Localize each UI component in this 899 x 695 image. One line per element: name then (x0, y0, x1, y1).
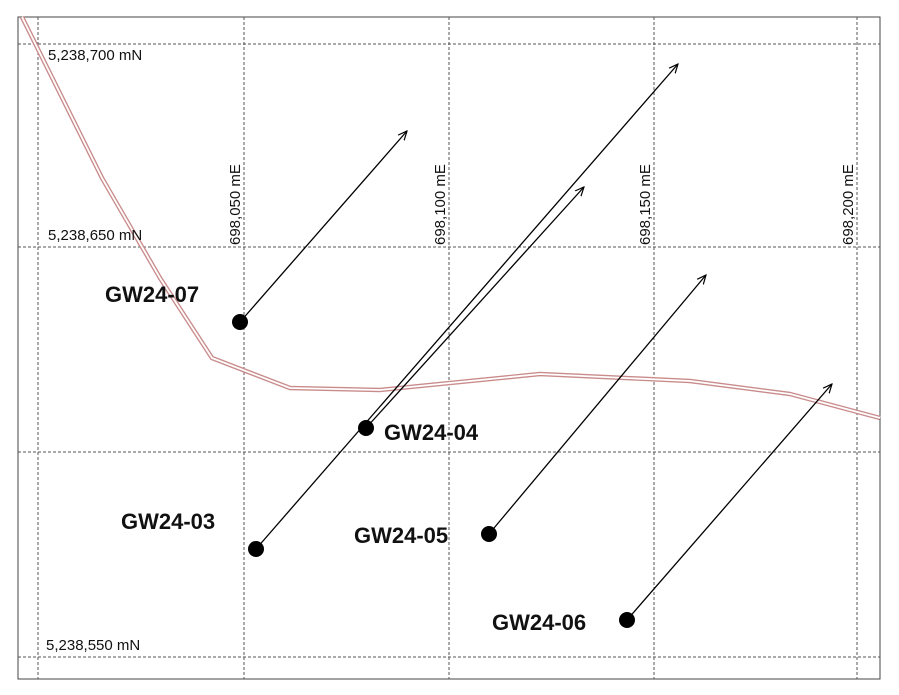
hole-label: GW24-05 (354, 523, 448, 548)
road-center (21, 16, 881, 419)
hole-label: GW24-04 (384, 420, 479, 445)
drill-trace-gw24-04 (365, 187, 584, 429)
collar-marker[interactable] (248, 541, 264, 557)
drill-trace-gw24-05 (488, 275, 706, 535)
hole-label: GW24-07 (105, 282, 199, 307)
northing-label: 5,238,700 mN (48, 47, 142, 64)
easting-label: 698,050 mE (227, 164, 244, 245)
collar-marker[interactable] (232, 314, 248, 330)
northing-label: 5,238,550 mN (46, 637, 140, 654)
drill-traces (239, 64, 832, 621)
coordinate-grid (18, 17, 880, 679)
drill-trace-gw24-06 (626, 384, 832, 621)
collar-marker[interactable] (358, 420, 374, 436)
drill-trace-gw24-03 (255, 64, 678, 550)
drill-collars (232, 314, 635, 628)
collar-marker[interactable] (481, 526, 497, 542)
collar-marker[interactable] (619, 612, 635, 628)
northing-label: 5,238,650 mN (48, 227, 142, 244)
hole-label: GW24-03 (121, 509, 215, 534)
drill-trace-gw24-07 (239, 131, 407, 323)
road (19, 15, 881, 421)
hole-label: GW24-06 (492, 610, 586, 635)
easting-label: 698,200 mE (840, 164, 857, 245)
easting-label: 698,100 mE (432, 164, 449, 245)
easting-label: 698,150 mE (637, 164, 654, 245)
